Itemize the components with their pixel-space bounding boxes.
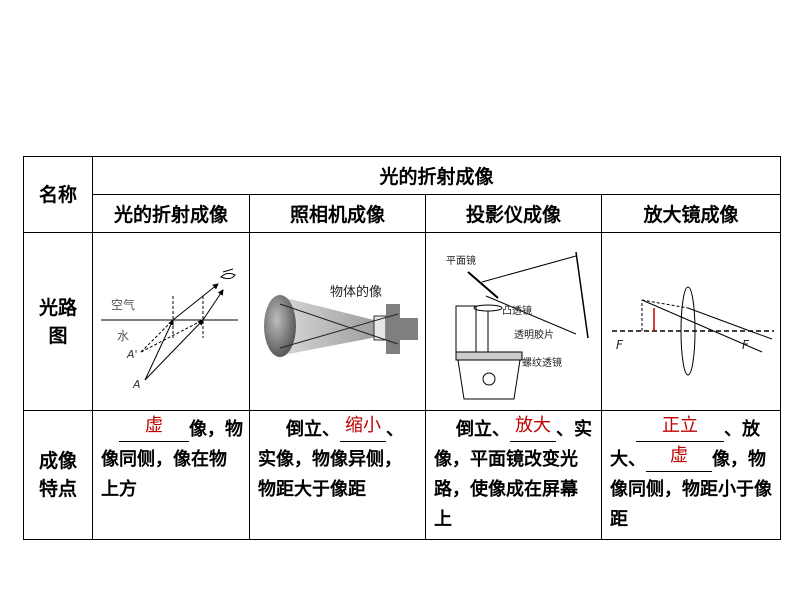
ray-bottom bbox=[279, 313, 399, 348]
fresnel-plate bbox=[455, 351, 523, 360]
arm bbox=[455, 305, 477, 352]
label-air: 空气 bbox=[111, 297, 135, 312]
ray-water-left bbox=[144, 318, 174, 380]
camera-body bbox=[386, 303, 400, 354]
label-a-prime: A' bbox=[126, 348, 138, 361]
label-f-left: F bbox=[616, 338, 624, 352]
label-image: 物体的像 bbox=[330, 284, 382, 300]
camera-svg: 物体的像 bbox=[264, 284, 418, 357]
col-projector: 投影仪成像 bbox=[425, 194, 602, 233]
eye-icon bbox=[220, 268, 236, 279]
ray-air-left bbox=[172, 282, 219, 320]
feature-magnifier-t2: 像，物像同侧，物距小于像距 bbox=[610, 449, 772, 530]
label-mirror: 平面镜 bbox=[446, 254, 476, 267]
feature-projector-t0: 倒立、 bbox=[456, 419, 510, 440]
blank-refraction: 虚 bbox=[119, 415, 189, 442]
diagram-camera: 物体的像 bbox=[249, 232, 426, 411]
row-header-path: 光路图 bbox=[23, 232, 93, 411]
ray-lower bbox=[485, 295, 577, 334]
feature-projector-t2: 实像，平面镜改变光路，使像成在屏幕上 bbox=[434, 419, 592, 530]
label-film: 透明胶片 bbox=[514, 328, 554, 341]
blank-camera: 缩小 bbox=[340, 415, 386, 442]
feature-projector-t1: 、 bbox=[556, 419, 574, 440]
projector-svg: 平面镜 凸透镜 透明胶片 螺纹透镜 bbox=[446, 251, 589, 399]
group-header: 光的折射成像 bbox=[91, 156, 782, 195]
convex-lens bbox=[473, 304, 503, 311]
row-header-path-text: 光路图 bbox=[38, 296, 77, 347]
camera-back bbox=[400, 317, 418, 340]
label-f-right: F bbox=[742, 338, 750, 352]
screen bbox=[575, 251, 589, 338]
virtual-ray-right bbox=[140, 319, 204, 352]
blank-projector: 放大 bbox=[510, 415, 556, 442]
feature-refraction-t2: 物像同侧，像在物上方 bbox=[101, 419, 243, 500]
virtual-ray-left bbox=[140, 319, 174, 352]
ray-2-ext bbox=[749, 330, 773, 339]
plane-mirror bbox=[467, 270, 499, 299]
answer-camera: 缩小 bbox=[345, 415, 381, 436]
ray-2 bbox=[687, 307, 751, 331]
col-magnifier: 放大镜成像 bbox=[600, 194, 782, 233]
feature-magnifier: 正立、放大、虚像，物像同侧，物距小于像距 bbox=[600, 410, 782, 540]
col-refraction: 光的折射成像 bbox=[92, 194, 250, 233]
answer-magnifier-1: 正立 bbox=[662, 415, 698, 436]
magnifier-svg: F F bbox=[612, 286, 774, 375]
bulb-icon bbox=[482, 372, 496, 385]
feature-camera-t2: 实像，物像异侧，物距大于像距 bbox=[258, 449, 402, 500]
feature-refraction: 虚 像，物像同侧，像在物上方 bbox=[92, 410, 250, 540]
ray-1 bbox=[641, 299, 763, 352]
ray-top bbox=[279, 303, 399, 344]
feature-projector: 倒立、放大、实像，平面镜改变光路，使像成在屏幕上 bbox=[425, 410, 602, 540]
label-water: 水 bbox=[117, 329, 129, 343]
row-header-feature-text: 成像特点 bbox=[38, 450, 77, 500]
projector-box bbox=[457, 359, 521, 399]
feature-magnifier-t1: 、放大、 bbox=[610, 419, 760, 470]
answer-magnifier-2: 虚 bbox=[670, 445, 688, 466]
col-camera: 照相机成像 bbox=[249, 194, 426, 233]
blank-magnifier-2: 虚 bbox=[646, 445, 712, 472]
answer-refraction: 虚 bbox=[145, 415, 163, 436]
answer-projector: 放大 bbox=[515, 415, 551, 436]
blank-magnifier-1: 正立 bbox=[636, 415, 724, 442]
feature-camera-t1: 、 bbox=[386, 419, 404, 440]
ray-2-virtual bbox=[641, 299, 689, 308]
refraction-svg: 空气 水 A' A bbox=[101, 268, 238, 391]
ray-air-right bbox=[202, 288, 224, 320]
feature-camera-t0: 倒立、 bbox=[286, 419, 340, 440]
ray-water-right bbox=[144, 318, 204, 380]
diagram-refraction: 空气 水 A' A bbox=[92, 232, 250, 411]
label-lens: 凸透镜 bbox=[502, 304, 532, 317]
row-header-feature: 成像特点 bbox=[23, 410, 93, 540]
feature-refraction-t1: 像， bbox=[189, 419, 225, 440]
name-header: 名称 bbox=[23, 156, 93, 233]
lens bbox=[680, 286, 696, 375]
feature-camera: 倒立、缩小、实像，物像异侧，物距大于像距 bbox=[249, 410, 426, 540]
object-disc bbox=[264, 294, 296, 357]
diagram-projector: 平面镜 凸透镜 透明胶片 螺纹透镜 bbox=[425, 232, 602, 411]
ray-upper bbox=[481, 255, 577, 282]
optics-table: 名称 光的折射成像 光的折射成像 照相机成像 投影仪成像 放大镜成像 光路图 bbox=[23, 156, 782, 540]
diagram-magnifier: F F bbox=[600, 232, 782, 411]
label-a: A bbox=[132, 378, 141, 391]
label-fresnel: 螺纹透镜 bbox=[522, 356, 562, 369]
